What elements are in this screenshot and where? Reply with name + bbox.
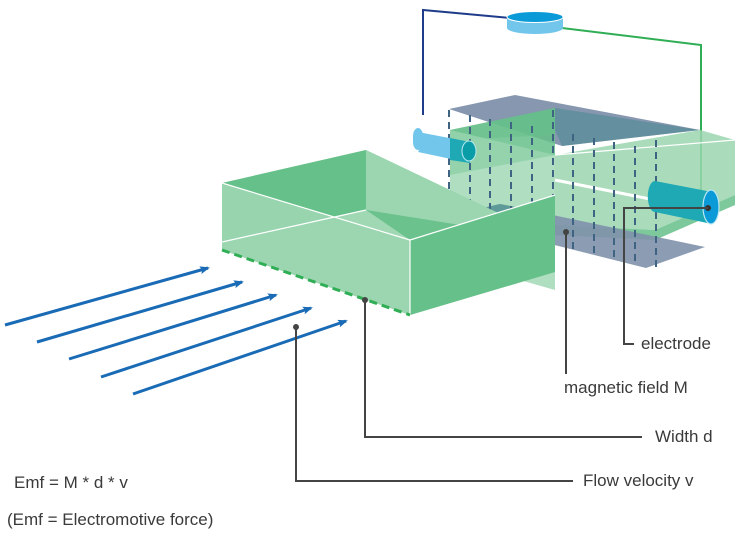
magnet-plate-top (449, 95, 700, 146)
flow-arrow (68, 293, 278, 361)
flow-arrow (36, 280, 244, 344)
leader-magnetic-field (563, 229, 569, 374)
label-magnetic-field: magnetic field M (564, 378, 688, 397)
label-width: Width d (655, 427, 713, 446)
flow-arrows (4, 266, 348, 396)
electrode-right (647, 181, 720, 225)
flow-arrow (100, 306, 313, 379)
leader-width (362, 297, 642, 438)
formula-equation: Emf = M * d * v (14, 473, 128, 492)
meter-icon (506, 11, 564, 34)
width-edge-dashed (221, 248, 411, 317)
flow-arrow (132, 319, 348, 396)
label-flow-velocity: Flow velocity v (583, 471, 694, 490)
leader-electrode (623, 207, 708, 345)
pipe-section-front (221, 150, 556, 317)
label-electrode: electrode (641, 334, 711, 353)
leader-flow-velocity (293, 324, 573, 482)
flow-arrow (4, 266, 210, 327)
wire-left (422, 8, 511, 115)
electrode-left (413, 128, 477, 163)
formula-note: (Emf = Electromotive force) (7, 510, 214, 529)
